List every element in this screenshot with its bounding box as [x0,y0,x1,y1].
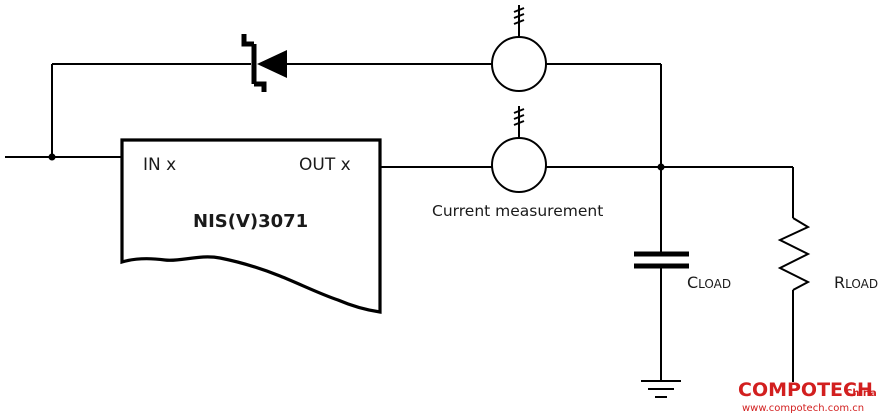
cload-label: CLOAD [687,273,731,292]
watermark-brand: COMPOTECH [738,379,873,401]
ic-pin-in-label: IN x [143,155,176,175]
ic-part-number: NIS(V)3071 [193,211,308,232]
rload-label: RLOAD [834,273,878,292]
capacitor-icon [634,251,689,269]
tvs-diode-icon [236,34,287,92]
input-junction-dot [48,153,56,161]
current-probe-icon [491,5,547,92]
watermark-region: China [845,388,877,399]
current-probe-icon [491,106,547,193]
resistor-icon [777,217,811,291]
ground-icon [641,380,681,398]
ic-pin-out-label: OUT x [299,155,351,175]
watermark-url: www.compotech.com.cn [742,403,864,414]
ic-body [120,138,382,314]
current-measurement-label: Current measurement [432,202,603,220]
